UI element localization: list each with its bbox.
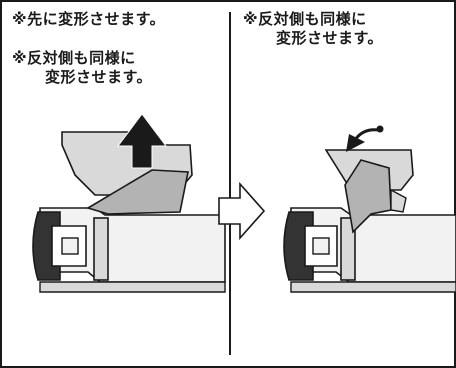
left-toy-illustration — [32, 113, 226, 293]
panel-divider — [229, 12, 231, 355]
left-step-panel: ※先に変形させます。 ※反対側も同様に 変形させます。 — [12, 10, 226, 293]
note-other-side-right: ※反対側も同様に 変形させます。 — [243, 10, 383, 48]
note-other-side: ※反対側も同様に 変形させます。 — [12, 49, 152, 87]
curved-arrow-icon — [346, 125, 384, 152]
up-arrow-icon — [117, 113, 167, 169]
note-right-line2: 変形させます。 — [276, 29, 384, 47]
note-other-side-line2: 変形させます。 — [45, 68, 153, 86]
note-other-side-line1: ※反対側も同様に — [12, 49, 136, 67]
note-right-line1: ※反対側も同様に — [243, 10, 367, 28]
note-transform-first: ※先に変形させます。 — [12, 10, 166, 28]
right-step-panel: ※反対側も同様に 変形させます。 — [231, 0, 456, 368]
right-toy-illustration — [283, 125, 456, 293]
